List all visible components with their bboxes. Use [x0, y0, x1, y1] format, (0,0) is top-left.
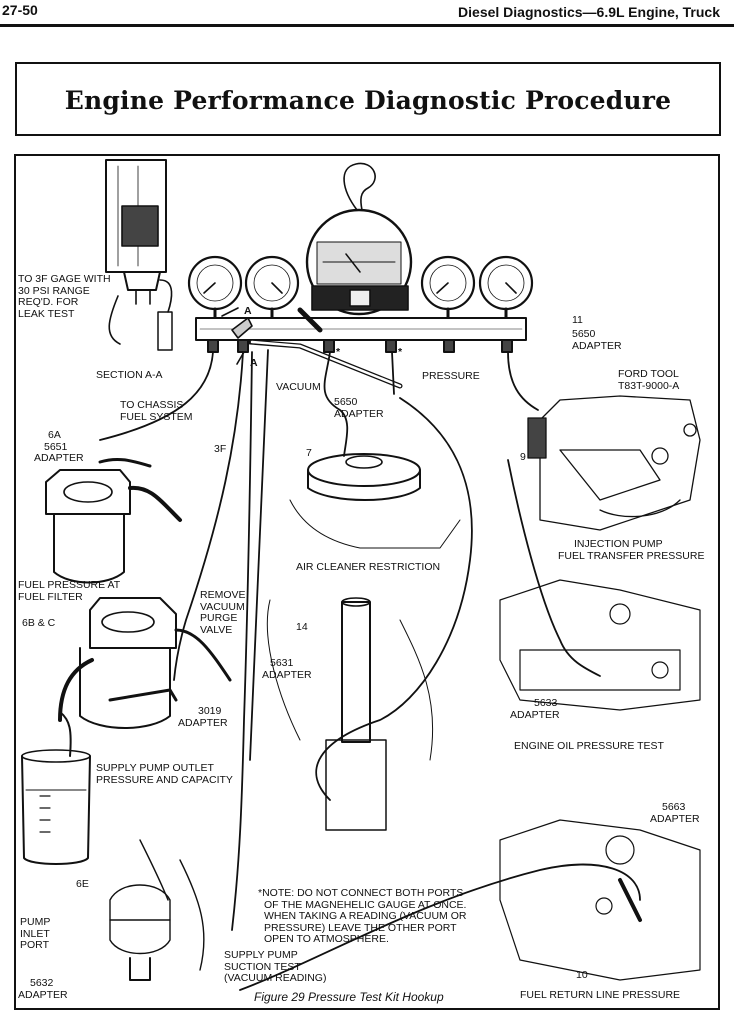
label-star-1: *	[336, 346, 341, 358]
label-num-14: 14	[296, 621, 308, 633]
label-fuel-return: FUEL RETURN LINE PRESSURE	[520, 989, 681, 1001]
leak-test-gauge	[105, 159, 167, 273]
figure-note: *NOTE: DO NOT CONNECT BOTH PORTS OF THE …	[258, 887, 467, 945]
figure-caption: Figure 29 Pressure Test Kit Hookup	[254, 990, 444, 1004]
fuel-return-engine	[499, 819, 701, 981]
title-box: Engine Performance Diagnostic Procedure	[15, 62, 721, 136]
gauge-hook	[343, 162, 376, 211]
label-6a-5651: 6A 5651 ADAPTER	[34, 429, 84, 464]
label-pressure: PRESSURE	[422, 370, 480, 382]
label-engine-oil: ENGINE OIL PRESSURE TEST	[514, 740, 664, 752]
page-title: Engine Performance Diagnostic Procedure	[64, 86, 672, 115]
page-number: 27-50	[2, 2, 38, 18]
header-rule	[0, 24, 734, 27]
label-num-9: 9	[520, 451, 526, 463]
label-num-11: 11	[572, 314, 583, 326]
label-section-aa: SECTION A-A	[96, 369, 163, 381]
label-num-6e: 6E	[76, 878, 89, 890]
label-num-7: 7	[306, 447, 312, 459]
oil-pressure-tube	[266, 597, 434, 831]
section-title: Diesel Diagnostics—6.9L Engine, Truck	[458, 4, 720, 20]
label-a-top: A	[244, 305, 252, 317]
air-cleaner	[289, 453, 461, 549]
small-gauges	[187, 255, 534, 322]
fuel-filter-6a	[45, 458, 182, 584]
label-num-10: 10	[576, 969, 588, 981]
label-vacuum: VACUUM	[276, 381, 321, 393]
magnehelic-face	[316, 241, 402, 285]
label-num-6bc: 6B & C	[22, 617, 56, 629]
engine-block-right	[499, 579, 701, 711]
hose-lines	[99, 349, 641, 991]
measuring-beaker	[21, 711, 91, 865]
magnehelic-gauge	[305, 208, 413, 316]
page-header: 27-50 Diesel Diagnostics—6.9L Engine, Tr…	[0, 0, 734, 32]
supply-pump	[109, 839, 205, 981]
figure-frame	[14, 154, 720, 1010]
label-a-bottom: A	[250, 357, 258, 369]
label-num-3f: 3F	[214, 443, 227, 455]
injection-pump	[527, 395, 701, 531]
label-air-cleaner: AIR CLEANER RESTRICTION	[296, 561, 441, 573]
label-star-2: *	[398, 346, 403, 358]
